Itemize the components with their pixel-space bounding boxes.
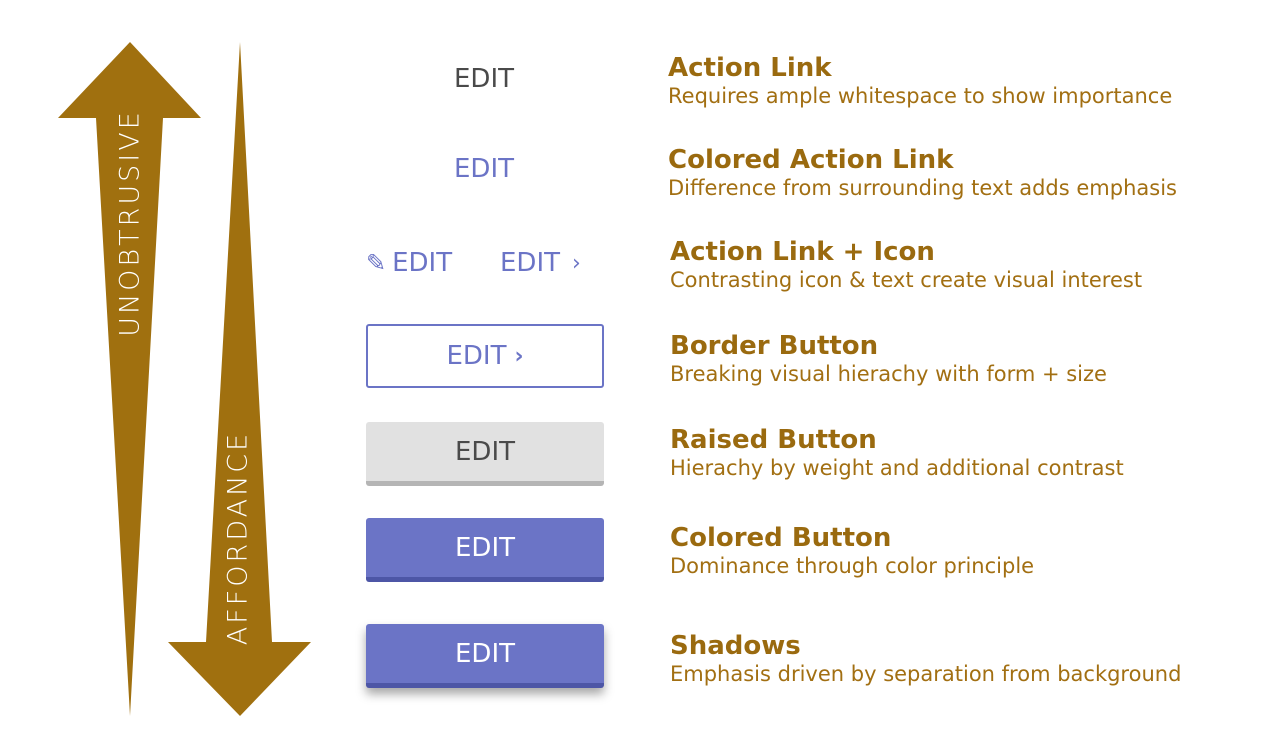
description-text: Emphasis driven by separation from backg… <box>670 662 1182 686</box>
description-text: Breaking visual hierachy with form + siz… <box>670 362 1107 386</box>
description-text: Requires ample whitespace to show import… <box>668 84 1173 108</box>
border-button[interactable]: EDIT › <box>366 324 604 388</box>
description-colored-action-link: Colored Action Link Difference from surr… <box>668 145 1177 201</box>
description-text: Hierachy by weight and additional contra… <box>670 456 1124 480</box>
chevron-right-icon: › <box>572 250 581 276</box>
colored-button[interactable]: EDIT <box>366 518 604 582</box>
icon-link-right-label: EDIT <box>500 248 560 278</box>
description-colored-button: Colored Button Dominance through color p… <box>670 523 1034 579</box>
description-shadows: Shadows Emphasis driven by separation fr… <box>670 631 1181 687</box>
description-border-button: Border Button Breaking visual hierachy w… <box>670 331 1107 387</box>
description-title: Action Link <box>668 53 832 83</box>
description-title: Colored Action Link <box>668 145 954 175</box>
description-raised-button: Raised Button Hierachy by weight and add… <box>670 425 1124 481</box>
unobtrusive-label: UNOBTRUSIVE <box>114 109 146 337</box>
pencil-icon: ✎ <box>366 249 387 277</box>
border-button-label: EDIT <box>446 341 507 371</box>
description-title: Action Link + Icon <box>670 237 935 267</box>
description-title: Colored Button <box>670 523 892 553</box>
action-link[interactable]: EDIT <box>454 64 514 94</box>
colored-action-link[interactable]: EDIT <box>454 154 514 184</box>
icon-action-link-left[interactable]: ✎ EDIT <box>366 248 452 278</box>
description-text: Difference from surrounding text adds em… <box>668 176 1177 200</box>
icon-action-link-right[interactable]: EDIT › <box>500 248 581 278</box>
shadow-button[interactable]: EDIT <box>366 624 604 688</box>
chevron-right-icon: › <box>514 343 524 369</box>
raised-button[interactable]: EDIT <box>366 422 604 486</box>
description-title: Border Button <box>670 331 879 361</box>
description-text: Contrasting icon & text create visual in… <box>670 268 1143 292</box>
description-title: Raised Button <box>670 425 877 455</box>
description-action-link-icon: Action Link + Icon Contrasting icon & te… <box>670 237 1142 293</box>
icon-link-left-label: EDIT <box>392 248 453 278</box>
up-arrow <box>58 42 201 716</box>
down-arrow <box>168 42 311 716</box>
description-action-link: Action Link Requires ample whitespace to… <box>668 53 1172 109</box>
affordance-label: AFFORDANCE <box>222 430 254 646</box>
description-title: Shadows <box>670 631 801 661</box>
description-text: Dominance through color principle <box>670 554 1035 578</box>
